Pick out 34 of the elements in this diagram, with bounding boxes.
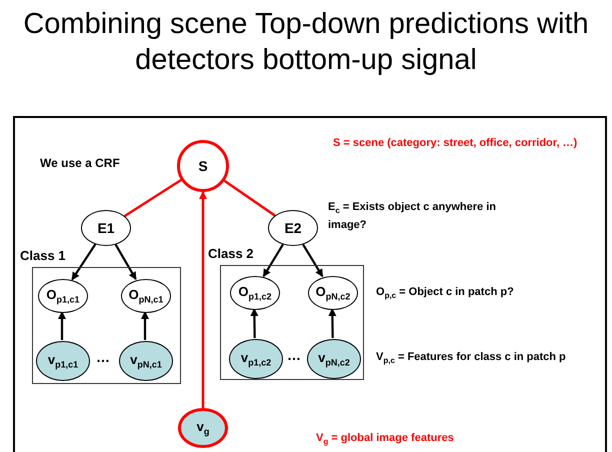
arrow xyxy=(141,311,149,340)
variable-node: O$_{p1,c1}$ xyxy=(38,279,88,313)
observed-variable-node: v$_{pN,c2}$ xyxy=(307,339,361,379)
variable-node: E1 xyxy=(81,210,131,246)
link-line xyxy=(224,180,276,217)
link-line xyxy=(124,178,182,218)
annotation-text: S = scene (category: street, office, corridor, …) xyxy=(333,136,578,151)
arrow xyxy=(262,244,284,278)
variable-node: O$_{p1,c2}$ xyxy=(230,276,280,310)
variable-node: O$_{pN,c1}$ xyxy=(121,279,171,313)
arrow xyxy=(328,308,336,338)
arrow xyxy=(58,311,66,340)
arrow xyxy=(199,191,207,408)
variable-node: E2 xyxy=(268,210,318,246)
variable-node: O$_{pN,c2}$ xyxy=(308,276,358,310)
arrow xyxy=(302,244,324,278)
observed-variable-node: v$_{g}$ xyxy=(178,408,228,448)
ellipsis-mark: … xyxy=(287,348,302,363)
plate-heading: Class 1 xyxy=(20,248,66,263)
observed-variable-node: v$_{pN,c1}$ xyxy=(119,341,173,381)
arrow xyxy=(71,244,96,280)
variable-node: S xyxy=(177,140,229,192)
slide-title: Combining scene Top-down predictions with detectors bottom-up signal xyxy=(22,7,590,78)
annotation-text: V$_{p,c}$ = Features for class c in patch p xyxy=(376,350,567,368)
observed-variable-node: v$_{p1,c2}$ xyxy=(229,339,283,379)
annotation-text: O$_{p,c}$ = Object c in patch p? xyxy=(376,285,515,302)
observed-variable-node: v$_{p1,c1}$ xyxy=(36,341,90,381)
annotation-text: We use a CRF xyxy=(40,156,121,171)
arrow xyxy=(250,308,258,338)
annotation-text: E$_{c}$ = Exists object c anywhere in image? xyxy=(328,200,497,234)
plate-heading: Class 2 xyxy=(208,246,254,261)
arrow xyxy=(114,244,137,280)
annotation-text: V$_{g}$ = global image features xyxy=(316,431,455,448)
ellipsis-mark: … xyxy=(96,350,111,365)
